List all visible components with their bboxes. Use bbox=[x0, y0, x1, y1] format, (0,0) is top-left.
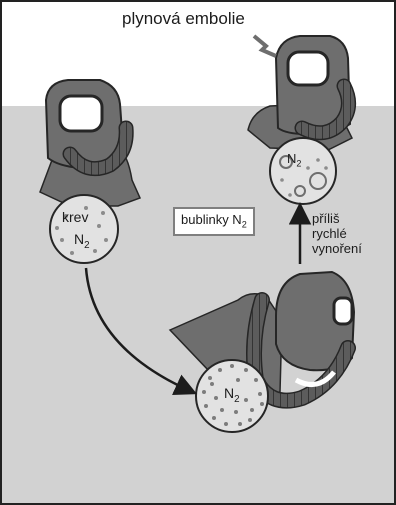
lightning-icon bbox=[254, 36, 276, 56]
nitrogen-label-top: N2 bbox=[287, 152, 301, 169]
blood-circle-top bbox=[270, 138, 336, 204]
nitrogen-label-bottom: N2 bbox=[224, 386, 240, 405]
diagram-title: plynová embolie bbox=[122, 10, 245, 27]
ascent-label-line2: rychlé bbox=[312, 226, 392, 241]
mask-window bbox=[288, 52, 328, 85]
mask-window bbox=[60, 96, 102, 131]
bubbles-label-box: bublinky N2 bbox=[173, 207, 255, 236]
nitrogen-label-left: N2 bbox=[74, 232, 90, 251]
mask-window bbox=[334, 298, 352, 324]
diver-left bbox=[40, 80, 140, 206]
blood-circle-left bbox=[50, 195, 118, 263]
ascent-label-line3: vynoření bbox=[312, 241, 392, 256]
diver-surfaced bbox=[248, 36, 352, 150]
ascent-label-line1: příliš bbox=[312, 211, 392, 226]
blood-label: krev bbox=[62, 210, 88, 224]
ascent-label: příliš rychlé vynoření bbox=[312, 211, 392, 256]
